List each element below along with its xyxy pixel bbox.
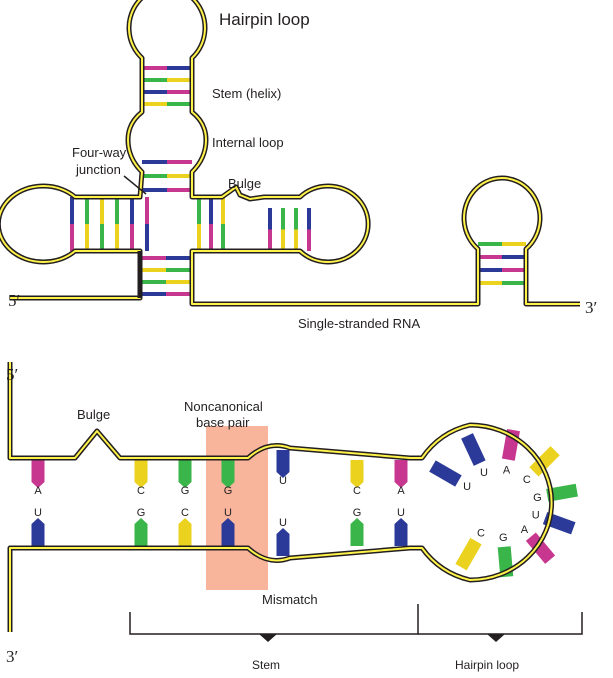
svg-text:C: C <box>523 474 531 486</box>
svg-text:G: G <box>533 492 542 504</box>
label-noncanonical-line2: base pair <box>196 415 250 430</box>
label-internal-loop: Internal loop <box>212 135 284 150</box>
label-mismatch: Mismatch <box>262 592 318 607</box>
bottom-strand-base: U <box>394 507 408 546</box>
bottom-strand-base: U <box>31 507 45 546</box>
top-panel-rna-structure: Hairpin loop Stem (helix) Internal loop … <box>0 0 597 331</box>
top-strand-base: A <box>31 460 45 497</box>
bottom-three-prime-end: 3′ <box>6 647 18 666</box>
loop-base: A <box>521 524 556 564</box>
svg-text:U: U <box>463 481 471 493</box>
svg-text:C: C <box>477 527 485 539</box>
top-three-prime-end: 3′ <box>585 298 597 317</box>
svg-text:A: A <box>503 465 511 477</box>
svg-text:A: A <box>34 485 42 497</box>
top-strand-base: C <box>350 460 364 497</box>
label-four-way-line2: junction <box>75 162 121 177</box>
svg-text:G: G <box>224 485 233 497</box>
top-five-prime-end: 5′ <box>8 291 20 310</box>
svg-text:U: U <box>34 507 42 519</box>
bottom-strand-base: G <box>134 507 148 546</box>
label-bulge-bottom: Bulge <box>77 407 110 422</box>
loop-base: U <box>429 460 471 493</box>
label-hairpin-loop: Hairpin loop <box>219 10 310 29</box>
hairpin-bracket-tip <box>487 634 505 642</box>
loop-base: C <box>455 527 485 571</box>
loop-base: U <box>461 433 488 479</box>
svg-text:G: G <box>137 507 146 519</box>
top-strand-base: G <box>221 460 235 497</box>
top-strand-base: G <box>178 460 192 497</box>
svg-text:U: U <box>397 507 405 519</box>
svg-text:U: U <box>224 507 232 519</box>
svg-text:C: C <box>137 485 145 497</box>
svg-text:A: A <box>397 485 405 497</box>
loop-base: C <box>523 446 560 486</box>
bottom-five-prime-end: 5′ <box>6 365 18 384</box>
svg-text:G: G <box>353 507 362 519</box>
label-bulge-top: Bulge <box>228 176 261 191</box>
svg-text:U: U <box>532 510 540 522</box>
bottom-strand-base: C <box>178 507 192 546</box>
label-stem-helix: Stem (helix) <box>212 86 281 101</box>
top-strand-base: A <box>394 460 408 497</box>
bottom-strand-base: U <box>221 507 235 546</box>
bottom-top-strand-core <box>9 362 553 632</box>
svg-text:C: C <box>181 507 189 519</box>
svg-text:U: U <box>279 517 287 529</box>
label-single-stranded-rna: Single-stranded RNA <box>298 316 420 331</box>
top-strand-base: U <box>276 450 290 487</box>
bottom-strand-base: G <box>350 507 364 546</box>
top-strand-base: C <box>134 460 148 497</box>
label-noncanonical-line1: Noncanonical <box>184 399 263 414</box>
label-stem: Stem <box>252 658 280 672</box>
loop-base: G <box>533 483 578 504</box>
svg-text:C: C <box>353 485 361 497</box>
four-way-pointer-line <box>123 175 147 195</box>
svg-text:G: G <box>181 485 190 497</box>
top-main-backbone-core <box>0 0 580 305</box>
svg-text:U: U <box>480 467 488 479</box>
svg-text:A: A <box>521 524 529 536</box>
label-four-way-line1: Four-way <box>72 145 127 160</box>
top-base-pairs <box>70 66 526 296</box>
bottom-strand-base: U <box>276 517 290 556</box>
stem-bracket-tip <box>259 634 277 642</box>
stem-bracket <box>129 604 583 635</box>
svg-text:U: U <box>279 475 287 487</box>
svg-text:G: G <box>499 532 508 544</box>
label-hairpin-loop-bottom: Hairpin loop <box>455 658 519 672</box>
